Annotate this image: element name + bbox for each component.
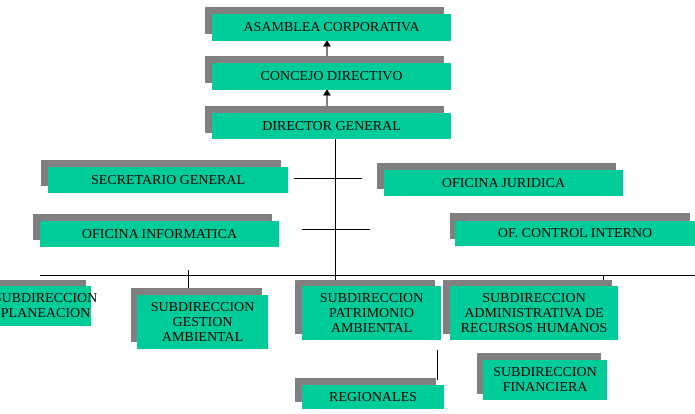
box-asamblea-corporativa: ASAMBLEA CORPORATIVA <box>212 14 451 41</box>
box-concejo-directivo: CONCEJO DIRECTIVO <box>212 63 451 90</box>
box-control-interno: OF. CONTROL INTERNO <box>455 221 695 246</box>
box-label: SUBDIRECCION <box>150 299 255 315</box>
box-label: ASAMBLEA CORPORATIVA <box>243 20 420 35</box>
box-label: RECURSOS HUMANOS <box>460 320 608 336</box>
box-label: SUBDIRECCION <box>0 291 98 306</box>
box-label: OF. CONTROL INTERNO <box>497 226 653 241</box>
box-label: SUBDIRECCION <box>493 365 597 380</box>
connector-main-horizontal <box>40 275 695 276</box>
box-regionales: REGIONALES <box>302 385 444 409</box>
connector-secretario <box>294 178 362 179</box>
box-label: AMBIENTAL <box>161 329 244 345</box>
box-label: OFICINA INFORMATICA <box>81 226 238 242</box>
box-label: PATRIMONIO <box>328 305 415 321</box>
connector-gestion <box>188 270 189 292</box>
box-label: AMBIENTAL <box>330 320 413 336</box>
box-label: SUBDIRECCION <box>319 290 424 306</box>
box-oficina-juridica: OFICINA JURIDICA <box>384 170 623 196</box>
box-label: SECRETARIO GENERAL <box>90 172 246 188</box>
box-label: GESTION <box>172 314 233 330</box>
box-secretario-general: SECRETARIO GENERAL <box>48 167 288 193</box>
box-label: OFICINA JURIDICA <box>441 175 566 191</box>
connector-director-trunk <box>335 139 336 280</box>
box-label: FINANCIERA <box>502 380 588 395</box>
box-label: DIRECTOR GENERAL <box>262 118 401 134</box>
box-label: SUBDIRECCION <box>482 290 586 306</box>
box-label: REGIONALES <box>329 389 417 405</box>
box-label: ADMINISTRATIVA DE <box>464 305 604 321</box>
connector-regionales <box>437 350 438 380</box>
box-label: PLANEACION <box>0 306 91 321</box>
box-director-general: DIRECTOR GENERAL <box>212 113 451 139</box>
box-oficina-informatica: OFICINA INFORMATICA <box>40 221 279 247</box>
box-label: CONCEJO DIRECTIVO <box>260 69 403 84</box>
connector-informatica <box>302 229 370 230</box>
